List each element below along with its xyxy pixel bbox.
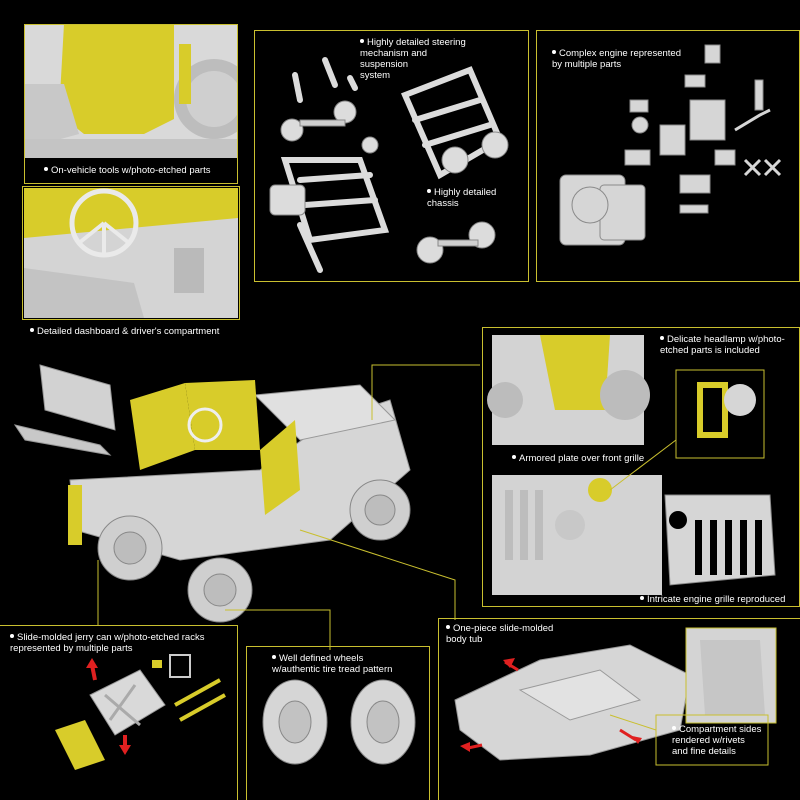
- tools-detail-panel: [24, 24, 238, 158]
- dashboard-detail-image: [24, 188, 238, 318]
- wheels-panel: [246, 646, 430, 800]
- bullet-dot-icon: [660, 336, 664, 341]
- dashboard-caption-box: [22, 186, 240, 320]
- tools-caption: On-vehicle tools w/photo-etched parts: [44, 165, 210, 176]
- wheels-caption: Well defined wheels w/authentic tire tre…: [272, 653, 393, 675]
- bullet-dot-icon: [640, 596, 644, 601]
- tools-caption-box: [24, 24, 238, 184]
- compartment-caption: Compartment sides rendered w/rivets and …: [672, 724, 762, 757]
- jerry-caption: Slide-molded jerry can w/photo-etched ra…: [10, 632, 205, 654]
- headlamp-caption: Delicate headlamp w/photo- etched parts …: [660, 334, 785, 356]
- grille-caption: Intricate engine grille reproduced: [640, 594, 785, 605]
- bullet-dot-icon: [272, 655, 276, 660]
- bullet-dot-icon: [30, 328, 34, 333]
- bullet-dot-icon: [552, 50, 556, 55]
- bullet-dot-icon: [360, 39, 364, 44]
- bullet-dot-icon: [672, 726, 676, 731]
- chassis-caption: Highly detailed chassis: [427, 187, 497, 209]
- bullet-dot-icon: [10, 634, 14, 639]
- tools-detail-image: [24, 24, 238, 158]
- steering-caption: Highly detailed steering mechanism and s…: [360, 37, 466, 81]
- chassis-panel: [254, 30, 529, 282]
- engine-caption: Complex engine represented by multiple p…: [552, 48, 681, 70]
- body-tub-panel: [438, 618, 800, 800]
- armored-caption: Armored plate over front grille: [512, 453, 644, 464]
- front-detail-panel: [482, 327, 800, 607]
- body-caption: One-piece slide-molded body tub: [446, 623, 554, 645]
- bullet-dot-icon: [44, 167, 48, 172]
- bullet-dot-icon: [427, 189, 431, 194]
- bullet-dot-icon: [446, 625, 450, 630]
- jerry-can-panel: [0, 625, 238, 800]
- bullet-dot-icon: [512, 455, 516, 460]
- dashboard-detail-panel: [24, 188, 238, 318]
- dashboard-caption: Detailed dashboard & driver's compartmen…: [30, 326, 219, 337]
